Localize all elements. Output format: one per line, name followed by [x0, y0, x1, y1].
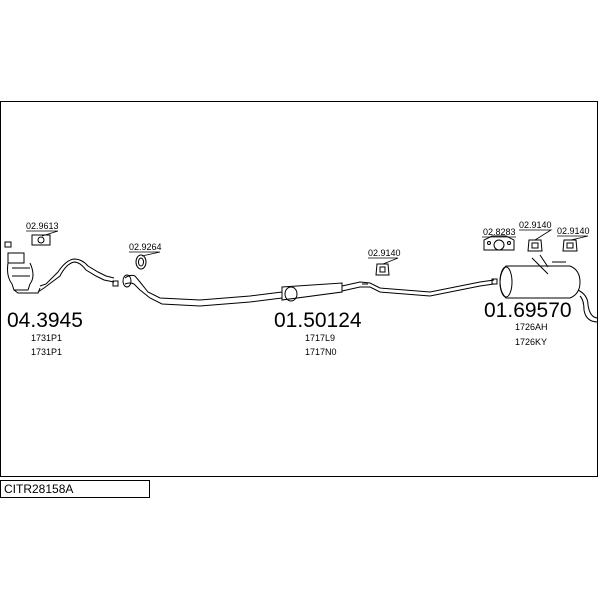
- fitting-ring-icon: [135, 254, 147, 270]
- fitting-hanger-icon: [375, 263, 390, 276]
- assembly-code: CITR28158A: [4, 482, 74, 496]
- fitting-label: 02.8283: [483, 227, 516, 237]
- oem-reference: 1726KY: [515, 337, 547, 347]
- oem-reference: 1717N0: [305, 347, 337, 357]
- main-part-number: 01.69570: [484, 299, 572, 322]
- fitting-clamp-icon: [31, 234, 51, 246]
- main-part-number: 04.3945: [7, 309, 83, 332]
- fitting-hanger-icon: [527, 239, 543, 252]
- rear-silencer-part: [499, 254, 599, 323]
- oem-reference: 1731P1: [31, 347, 62, 357]
- assembly-code-box: CITR28158A: [0, 480, 150, 498]
- intermediate-pipe-part: [112, 274, 498, 307]
- fitting-hanger-icon: [562, 239, 578, 252]
- diagram-frame: [0, 101, 598, 477]
- fitting-label: 02.9264: [129, 242, 162, 252]
- main-part-number: 01.50124: [274, 309, 362, 332]
- fitting-label: 02.9140: [557, 226, 590, 236]
- oem-reference: 1726AH: [515, 322, 548, 332]
- leader-lines: [26, 229, 589, 265]
- fitting-label: 02.9140: [368, 248, 401, 258]
- fitting-label: 02.9140: [519, 220, 552, 230]
- fitting-label: 02.9613: [26, 221, 59, 231]
- oem-reference: 1717L9: [305, 333, 335, 343]
- catalytic-converter-part: [4, 241, 115, 294]
- fitting-gasket-icon: [483, 235, 515, 251]
- oem-reference: 1731P1: [31, 333, 62, 343]
